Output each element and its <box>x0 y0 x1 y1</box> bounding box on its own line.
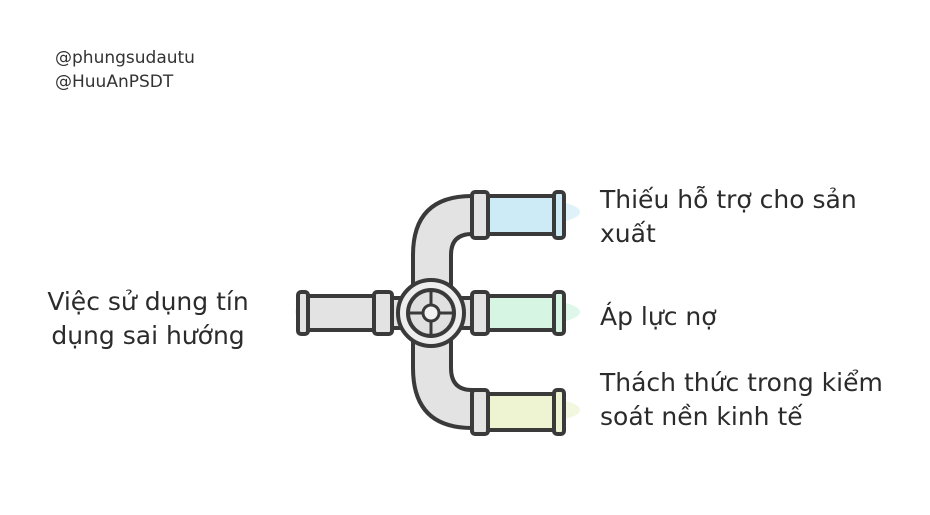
output-label-3: Thách thức trong kiểm soát nền kinh tế <box>600 368 883 431</box>
pipe-elbow-bottom <box>411 333 482 430</box>
output-label-1: Thiếu hỗ trợ cho sản xuất <box>600 185 857 248</box>
output-pipe-collar-2 <box>470 290 490 336</box>
output-label-2: Áp lực nợ <box>600 302 717 331</box>
output-pipe-collar-1 <box>470 190 490 240</box>
input-pipe-collar <box>372 290 394 336</box>
input-label: Việc sử dụng tín dụng sai hướng <box>47 287 249 350</box>
output-pipe-3 <box>486 392 558 432</box>
credit-handle-2: @HuuAnPSDT <box>55 72 174 92</box>
credits: @phungsudautu @HuuAnPSDT <box>55 46 195 94</box>
credit-handle-1: @phungsudautu <box>55 48 195 68</box>
output-pipe-1 <box>486 194 558 236</box>
pipe-elbow-top <box>411 194 482 292</box>
output-pipe-cap-1 <box>552 190 566 240</box>
output-pipe-cap-2 <box>552 290 566 336</box>
input-pipe <box>306 294 376 332</box>
valve-icon <box>396 278 466 348</box>
output-pipe-collar-3 <box>470 388 490 436</box>
output-pipe-cap-3 <box>552 388 566 436</box>
output-pipe-2 <box>486 294 558 332</box>
